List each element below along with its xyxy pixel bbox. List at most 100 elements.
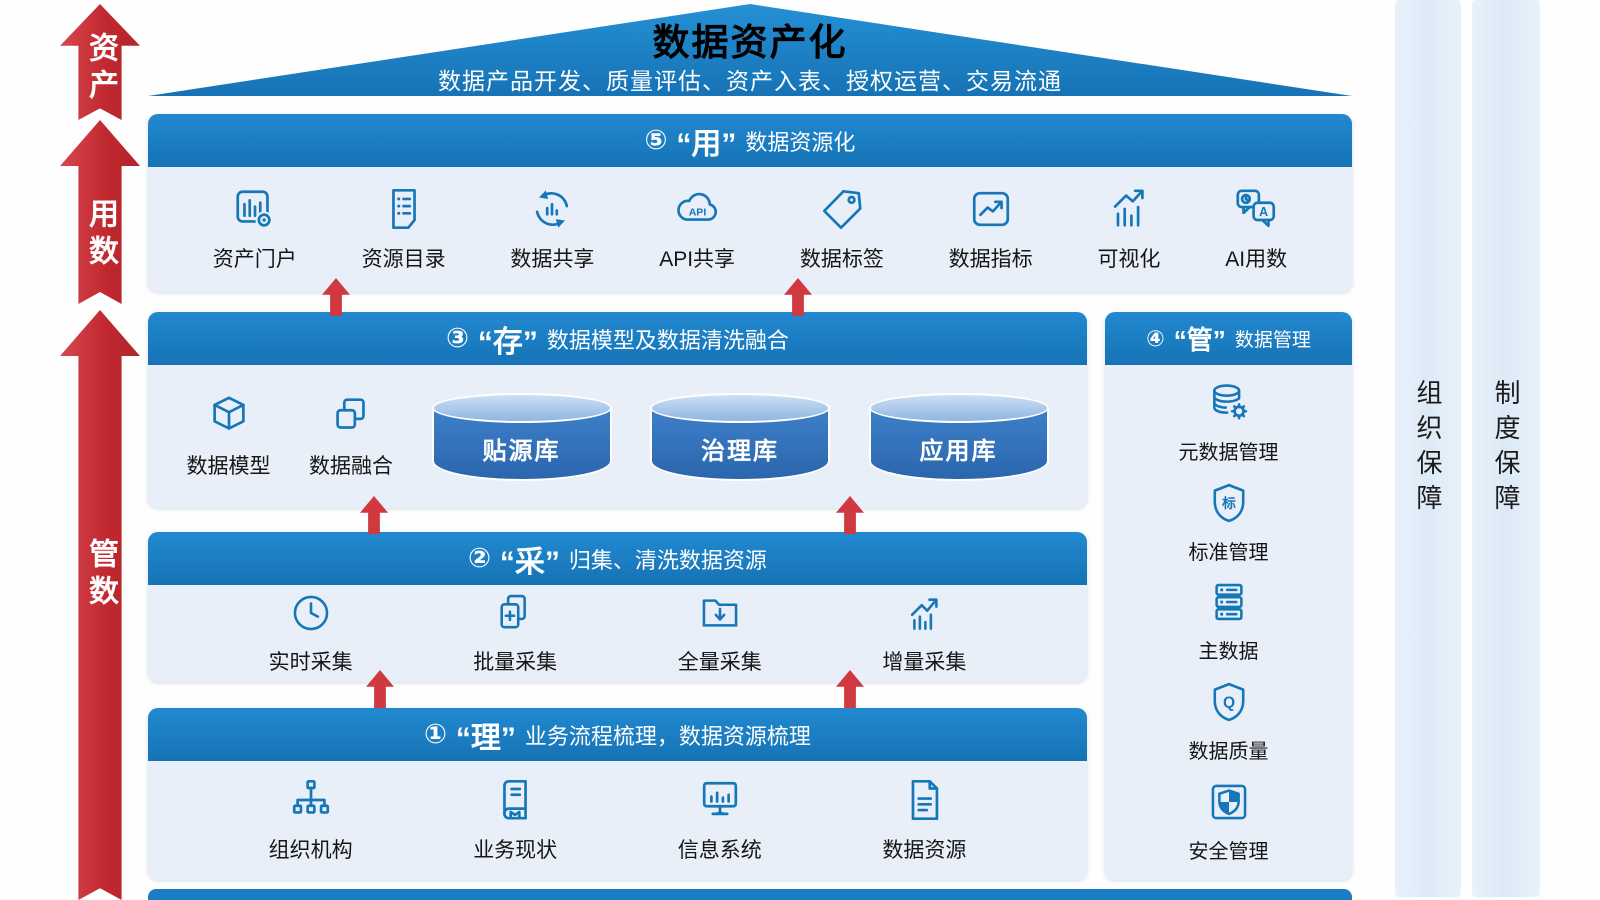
layer3-keyword: “存” xyxy=(477,325,538,359)
layer5-keyword: “用” xyxy=(676,127,737,161)
left-arrow-manage-data: 管数 xyxy=(60,310,140,900)
item-asset-portal: 资产门户 xyxy=(213,186,297,273)
item-label: 资源目录 xyxy=(361,248,446,271)
checkered-shield-icon xyxy=(1207,780,1251,829)
database-source: 贴源库 xyxy=(431,392,612,481)
cylinder-body: 治理库 xyxy=(650,407,830,481)
layer5-use-panel: ⑤ “用” 数据资源化 资产门户 资源目录 xyxy=(148,114,1352,292)
copy-plus-icon xyxy=(493,591,537,640)
overlap-squares-icon xyxy=(328,393,374,444)
roof-banner: 数据资产化 数据产品开发、质量评估、资产入表、授权运营、交易流通 xyxy=(148,4,1352,96)
database-gear-icon xyxy=(1207,381,1251,430)
cube-icon xyxy=(206,393,252,444)
rising-bars-icon xyxy=(1106,186,1152,237)
item-data-fusion: 数据融合 xyxy=(309,393,393,480)
item-label: 数据模型 xyxy=(186,455,271,478)
api-cloud-icon: API xyxy=(674,186,720,237)
layer4-manage-panel: ④ “管” 数据管理 元数据管理 标 标准管理 xyxy=(1105,312,1352,880)
database-application-label: 应用库 xyxy=(919,437,998,465)
layer3-title: 数据模型及数据清洗融合 xyxy=(546,327,789,353)
item-incremental-collect: 增量采集 xyxy=(882,591,966,676)
item-resource-catalog: 资源目录 xyxy=(362,186,446,273)
monitor-chart-icon xyxy=(697,777,743,828)
layer1-body: 组织机构 业务现状 信息系统 xyxy=(148,761,1087,880)
item-label: 安全管理 xyxy=(1188,841,1269,864)
growth-arrow-icon xyxy=(902,591,946,640)
database-governance: 治理库 xyxy=(650,392,830,481)
item-label: 数据标签 xyxy=(799,248,884,271)
svg-text:API: API xyxy=(689,207,707,219)
database-source-label: 贴源库 xyxy=(482,437,561,465)
item-security-management: 安全管理 xyxy=(1189,780,1269,864)
pillar-organization-guarantee: 组织保障 xyxy=(1395,0,1461,897)
pillar-label: 制度保障 xyxy=(1491,378,1521,519)
item-label: 可视化 xyxy=(1097,248,1161,271)
left-arrow-manage-data-label: 管数 xyxy=(84,538,117,612)
item-label: 实时采集 xyxy=(268,651,353,674)
cylinder-body: 贴源库 xyxy=(431,407,612,481)
item-label: 主数据 xyxy=(1198,641,1259,664)
item-info-system: 信息系统 xyxy=(678,777,762,864)
item-label: 信息系统 xyxy=(677,839,762,862)
item-realtime-collect: 实时采集 xyxy=(269,591,353,676)
item-label: 数据共享 xyxy=(510,248,595,271)
layer2-collect-panel: ② “采” 归集、清洗数据资源 实时采集 批量采集 xyxy=(148,532,1087,682)
layer3-number: ③ xyxy=(446,323,469,353)
item-label: 元数据管理 xyxy=(1178,441,1279,464)
roof-title: 数据资产化 xyxy=(652,22,848,63)
svg-text:A: A xyxy=(1259,205,1268,219)
item-label: 增量采集 xyxy=(882,651,967,674)
item-data-tag: 数据标签 xyxy=(800,186,884,273)
layer4-body: 元数据管理 标 标准管理 主数据 xyxy=(1105,365,1352,880)
item-label: AI用数 xyxy=(1225,248,1288,271)
layer5-title: 数据资源化 xyxy=(745,129,856,155)
document-lines-icon xyxy=(901,777,947,828)
item-label: 组织机构 xyxy=(268,839,353,862)
item-data-quality: Q 数据质量 xyxy=(1189,680,1269,764)
layer2-header: ② “采” 归集、清洗数据资源 xyxy=(148,532,1087,585)
item-label: 业务现状 xyxy=(473,839,558,862)
layer5-body: 资产门户 资源目录 数据共享 xyxy=(148,167,1352,292)
pillar-label: 组织保障 xyxy=(1413,378,1443,519)
left-arrow-asset: 资产 xyxy=(60,4,140,120)
roof-subtitle: 数据产品开发、质量评估、资产入表、授权运营、交易流通 xyxy=(438,68,1062,94)
item-label: 数据融合 xyxy=(309,455,393,478)
shield-quality-icon: Q xyxy=(1207,680,1251,729)
item-label: API共享 xyxy=(659,248,736,271)
layer4-keyword: “管” xyxy=(1173,325,1226,355)
item-metadata-management: 元数据管理 xyxy=(1179,381,1279,465)
asset-portal-icon xyxy=(232,186,278,237)
item-label: 批量采集 xyxy=(473,651,558,674)
sync-chart-icon xyxy=(529,186,575,237)
layer5-number: ⑤ xyxy=(644,125,668,155)
layer2-body: 实时采集 批量采集 全量采集 xyxy=(148,585,1087,682)
layer1-number: ① xyxy=(424,719,447,749)
tag-icon xyxy=(819,186,865,237)
svg-text:Q: Q xyxy=(1222,695,1234,712)
layer1-sort-panel: ① “理” 业务流程梳理，数据资源梳理 组织机构 xyxy=(148,708,1087,880)
item-label: 数据质量 xyxy=(1188,741,1269,764)
org-chart-icon xyxy=(288,777,334,828)
item-batch-collect: 批量采集 xyxy=(473,591,557,676)
cylinder-top xyxy=(650,392,830,423)
line-chart-icon xyxy=(968,186,1014,237)
layer3-header: ③ “存” 数据模型及数据清洗融合 xyxy=(148,312,1087,365)
item-label: 全量采集 xyxy=(677,651,762,674)
item-standard-management: 标 标准管理 xyxy=(1189,481,1269,565)
layer2-keyword: “采” xyxy=(499,545,560,579)
item-data-sharing: 数据共享 xyxy=(510,186,594,273)
layer1-keyword: “理” xyxy=(455,721,516,755)
layer4-header: ④ “管” 数据管理 xyxy=(1105,312,1352,365)
server-stack-icon xyxy=(1207,580,1251,629)
item-label: 数据资源 xyxy=(882,839,967,862)
item-api-sharing: API API共享 xyxy=(659,186,735,273)
layer5-header: ⑤ “用” 数据资源化 xyxy=(148,114,1352,167)
item-data-model: 数据模型 xyxy=(187,393,271,480)
bottom-strip xyxy=(148,889,1352,900)
layer1-title: 业务流程梳理，数据资源梳理 xyxy=(524,723,811,749)
layer3-store-panel: ③ “存” 数据模型及数据清洗融合 数据模型 数据融合 xyxy=(148,312,1087,508)
folder-download-icon xyxy=(698,591,742,640)
item-data-metric: 数据指标 xyxy=(949,186,1033,273)
cylinder-top xyxy=(868,392,1049,423)
catalog-list-icon xyxy=(381,186,427,237)
